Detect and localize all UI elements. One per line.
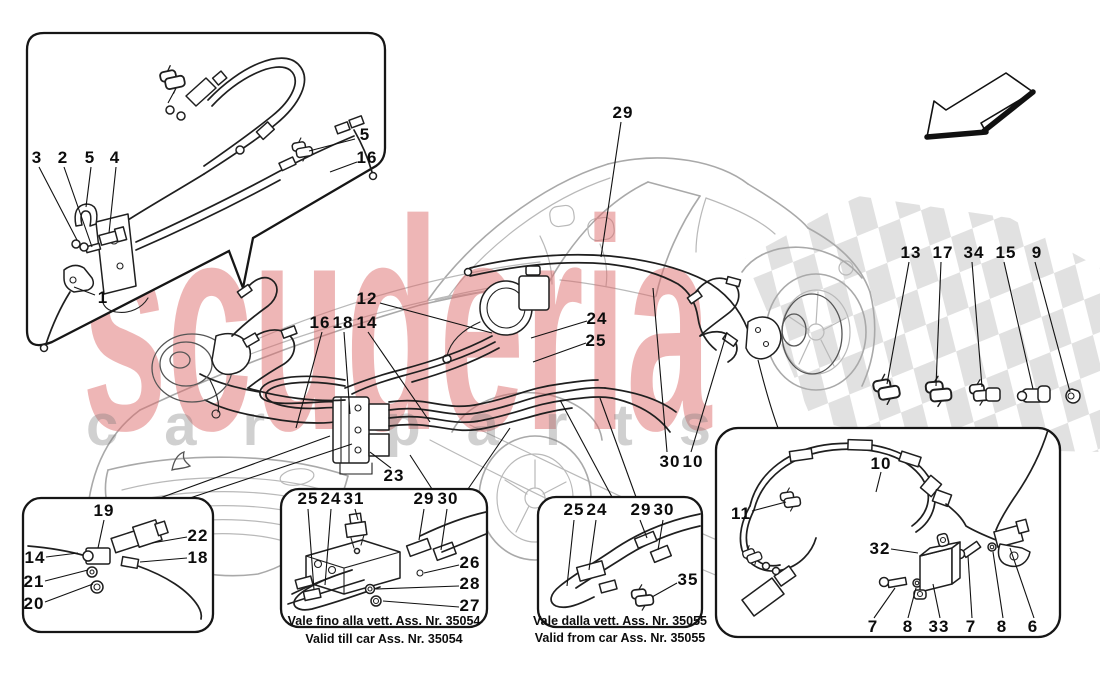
callout-28: 28 [459,574,481,593]
brake-system-parts [151,253,843,475]
valid-till-caption-italian: Vale fino alla vett. Ass. Nr. 35054 [287,614,481,628]
callout-23: 23 [383,466,405,485]
callout-18: 18 [332,313,354,332]
callout-2: 2 [57,148,69,167]
callout-6: 6 [1027,617,1039,636]
callout-34: 34 [963,243,985,262]
callout-25: 25 [297,489,319,508]
callout-5: 5 [84,148,96,167]
callout-22: 22 [187,526,209,545]
callout-30: 30 [659,452,681,471]
callout-29: 29 [612,103,634,122]
callout-24: 24 [320,489,342,508]
junction-union-parts [27,519,203,620]
callout-33: 33 [928,617,950,636]
callout-30: 30 [653,500,675,519]
callout-12: 12 [356,289,378,308]
callout-7: 7 [867,617,879,636]
callout-7: 7 [965,617,977,636]
callout-9: 9 [1031,243,1043,262]
distribution-block-parts [287,511,487,611]
callout-1: 1 [97,288,109,307]
callout-10: 10 [682,452,704,471]
callout-24: 24 [586,500,608,519]
callout-25: 25 [563,500,585,519]
callout-5: 5 [359,125,371,144]
callout-15: 15 [995,243,1017,262]
callout-11: 11 [731,504,751,523]
callout-4: 4 [109,148,121,167]
callout-29: 29 [413,489,435,508]
valid-till-caption-english: Valid till car Ass. Nr. 35054 [305,632,463,646]
callout-27: 27 [459,596,481,615]
callout-30: 30 [437,489,459,508]
callout-10: 10 [870,454,892,473]
abs-sensor-parts [739,429,1049,617]
callout-29: 29 [630,500,652,519]
callout-8: 8 [902,617,914,636]
handbrake-cable-parts [39,57,378,353]
direction-arrow-icon [924,72,1036,140]
callout-35: 35 [677,570,699,589]
callout-8: 8 [996,617,1008,636]
callout-16: 16 [309,313,331,332]
callout-14: 14 [356,313,378,332]
callout-20: 20 [23,594,45,613]
callout-24: 24 [586,309,608,328]
checkered-flag-icon [745,196,1100,452]
callout-19: 19 [93,501,115,520]
clip-fasteners-row [870,371,1081,409]
callout-17: 17 [932,243,954,262]
callout-32: 32 [869,539,891,558]
leader-lines [38,121,1071,619]
callout-25: 25 [585,331,607,350]
callout-26: 26 [459,553,481,572]
callout-3: 3 [31,148,43,167]
valid-from-caption-italian: Vale dalla vett. Ass. Nr. 35055 [533,614,707,628]
callout-16: 16 [356,148,378,167]
callout-31: 31 [343,489,365,508]
valid-from-caption-english: Valid from car Ass. Nr. 35055 [534,631,706,645]
callout-21: 21 [23,572,45,591]
callout-14: 14 [24,548,46,567]
callout-13: 13 [900,243,922,262]
callout-18: 18 [187,548,209,567]
rear-line-parts [550,513,701,612]
inset-sensor-box [714,426,1062,639]
